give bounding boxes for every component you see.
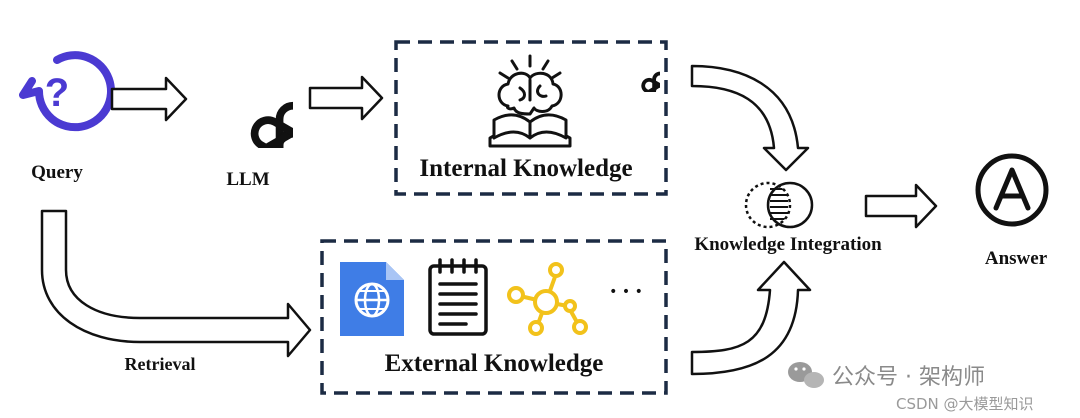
answer-label: Answer [985, 248, 1048, 269]
arrow-llm-to-internal [308, 75, 384, 121]
retrieval-label: Retrieval [125, 354, 196, 374]
query-label: Query [31, 162, 83, 183]
svg-text:?: ? [45, 71, 69, 115]
csdn-watermark: CSDN @大模型知识 [896, 395, 1034, 413]
internal-knowledge-box [394, 40, 668, 196]
wechat-watermark: 公众号 · 架构师 [832, 365, 985, 390]
ellipsis-label: • • • [609, 284, 643, 300]
letter-a-circle-icon [975, 153, 1049, 227]
arrow-query-to-llm [110, 76, 188, 122]
knowledge-integration-label: Knowledge Integration [694, 234, 882, 255]
question-bubble-icon: ? [19, 51, 115, 132]
arrow-external-to-integration [690, 260, 812, 376]
internal-knowledge-label: Internal Knowledge [419, 155, 632, 182]
external-knowledge-label: External Knowledge [385, 350, 604, 377]
arrow-retrieval [40, 209, 312, 358]
openai-small-icon [641, 74, 679, 111]
venn-overlap-icon [744, 181, 814, 229]
arrow-internal-to-integration [690, 64, 810, 172]
arrow-integration-to-answer [864, 183, 938, 229]
external-knowledge-box [320, 239, 668, 395]
knowledge-graph-icon [507, 262, 588, 336]
brain-book-icon [488, 54, 572, 148]
llm-label: LLM [226, 169, 269, 190]
globe-document-icon [340, 262, 404, 336]
notepad-icon [428, 258, 488, 336]
wechat-icon [788, 362, 824, 388]
